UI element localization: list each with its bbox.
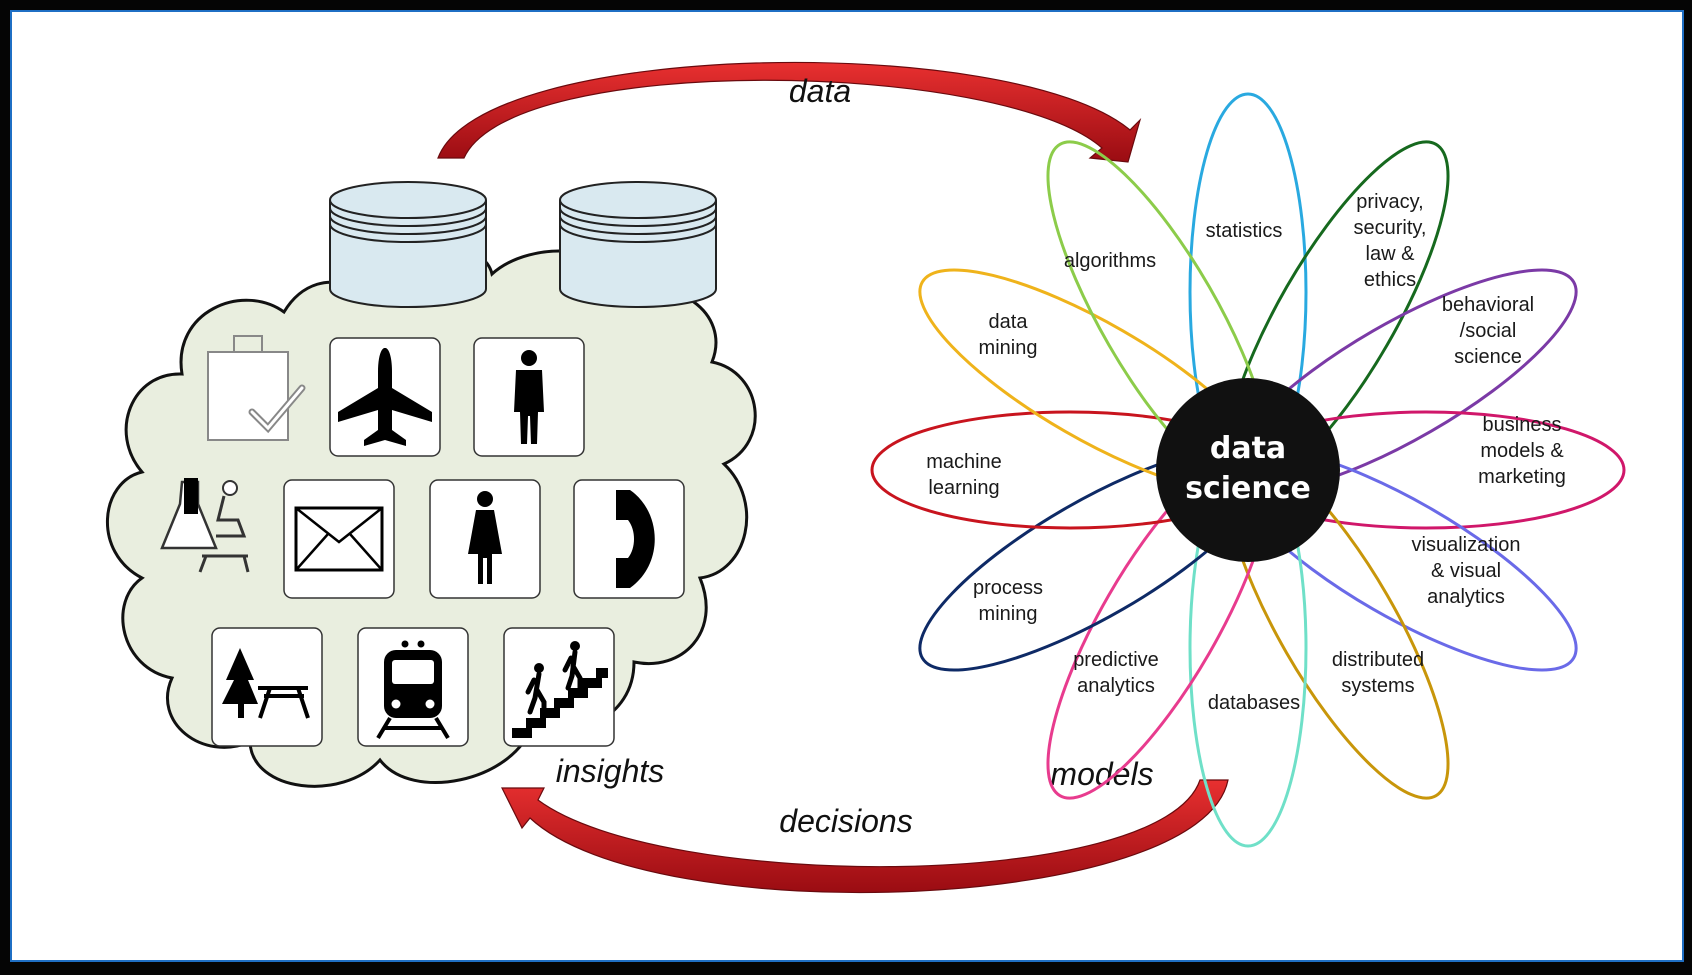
label-process: process mining <box>973 577 1043 625</box>
label-databases: databases <box>1208 692 1300 714</box>
label-predictive-line-2: analytics <box>1077 675 1155 697</box>
label-algorithms-line-1: algorithms <box>1064 250 1156 272</box>
database-cylinder-left <box>329 181 487 308</box>
data-science-diagram: data insights models decisions <box>106 61 1626 894</box>
label-business-line-2: models & <box>1480 440 1564 462</box>
label-visualization-line-3: analytics <box>1427 586 1505 608</box>
flow-label-insights: insights <box>556 753 665 789</box>
flow-label-data: data <box>789 73 851 109</box>
label-datamining-line-2: mining <box>979 337 1038 359</box>
label-distributed: distributed systems <box>1332 649 1424 697</box>
stairs-icon <box>503 627 615 747</box>
picnic-icon <box>211 627 323 747</box>
database-cylinder-right <box>559 181 717 308</box>
label-distributed-line-2: systems <box>1341 675 1414 697</box>
label-privacy-line-1: privacy, <box>1356 191 1423 213</box>
label-statistics-line-1: statistics <box>1206 220 1283 242</box>
envelope-icon <box>283 479 395 599</box>
diagram-canvas: data insights models decisions <box>10 10 1684 962</box>
flow-label-models: models <box>1050 756 1153 792</box>
label-process-line-1: process <box>973 577 1043 599</box>
label-behavioral: behavioral/social science <box>1442 294 1534 368</box>
label-algorithms: algorithms <box>1064 250 1156 272</box>
label-privacy: privacy, security, law & ethics <box>1354 191 1427 291</box>
label-machine-line-2: learning <box>928 477 999 499</box>
label-privacy-line-4: ethics <box>1364 269 1416 291</box>
label-behavioral-line-2: /social <box>1460 320 1517 342</box>
man-icon <box>473 337 585 457</box>
label-process-line-2: mining <box>979 603 1038 625</box>
label-visualization-line-1: visualization <box>1412 534 1521 556</box>
discipline-labels: statistics privacy, security, law & ethics be… <box>926 191 1566 714</box>
lab-icon <box>160 478 250 573</box>
label-datamining-line-1: data <box>989 311 1029 333</box>
label-distributed-line-1: distributed <box>1332 649 1424 671</box>
shopping-bag-icon <box>207 335 306 441</box>
label-behavioral-line-3: science <box>1454 346 1522 368</box>
label-business-line-3: marketing <box>1478 466 1566 488</box>
label-databases-line-1: databases <box>1208 692 1300 714</box>
label-statistics: statistics <box>1206 220 1283 242</box>
label-predictive-line-1: predictive <box>1073 649 1159 671</box>
label-visualization-line-2: & visual <box>1431 560 1501 582</box>
core-label-line1: data <box>1210 431 1286 466</box>
arrow-top <box>437 61 1142 163</box>
phone-icon <box>573 479 685 599</box>
label-datamining: data mining <box>979 311 1038 359</box>
label-behavioral-line-1: behavioral <box>1442 294 1534 316</box>
label-privacy-line-3: law & <box>1366 243 1416 265</box>
airplane-icon <box>329 337 441 457</box>
label-privacy-line-2: security, <box>1354 217 1427 239</box>
label-business: business models & marketing <box>1478 414 1566 488</box>
label-machine-line-1: machine <box>926 451 1002 473</box>
label-visualization: visualization & visual analytics <box>1412 534 1521 608</box>
woman-icon <box>429 479 541 599</box>
label-business-line-1: business <box>1483 414 1562 436</box>
label-machine: machine learning <box>926 451 1002 499</box>
train-icon <box>357 627 469 747</box>
flow-label-decisions: decisions <box>779 803 912 839</box>
data-science-core: data science <box>1156 378 1340 562</box>
label-predictive: predictive analytics <box>1073 649 1159 697</box>
core-label-line2: science <box>1185 471 1311 506</box>
arrow-bottom <box>501 779 1229 894</box>
